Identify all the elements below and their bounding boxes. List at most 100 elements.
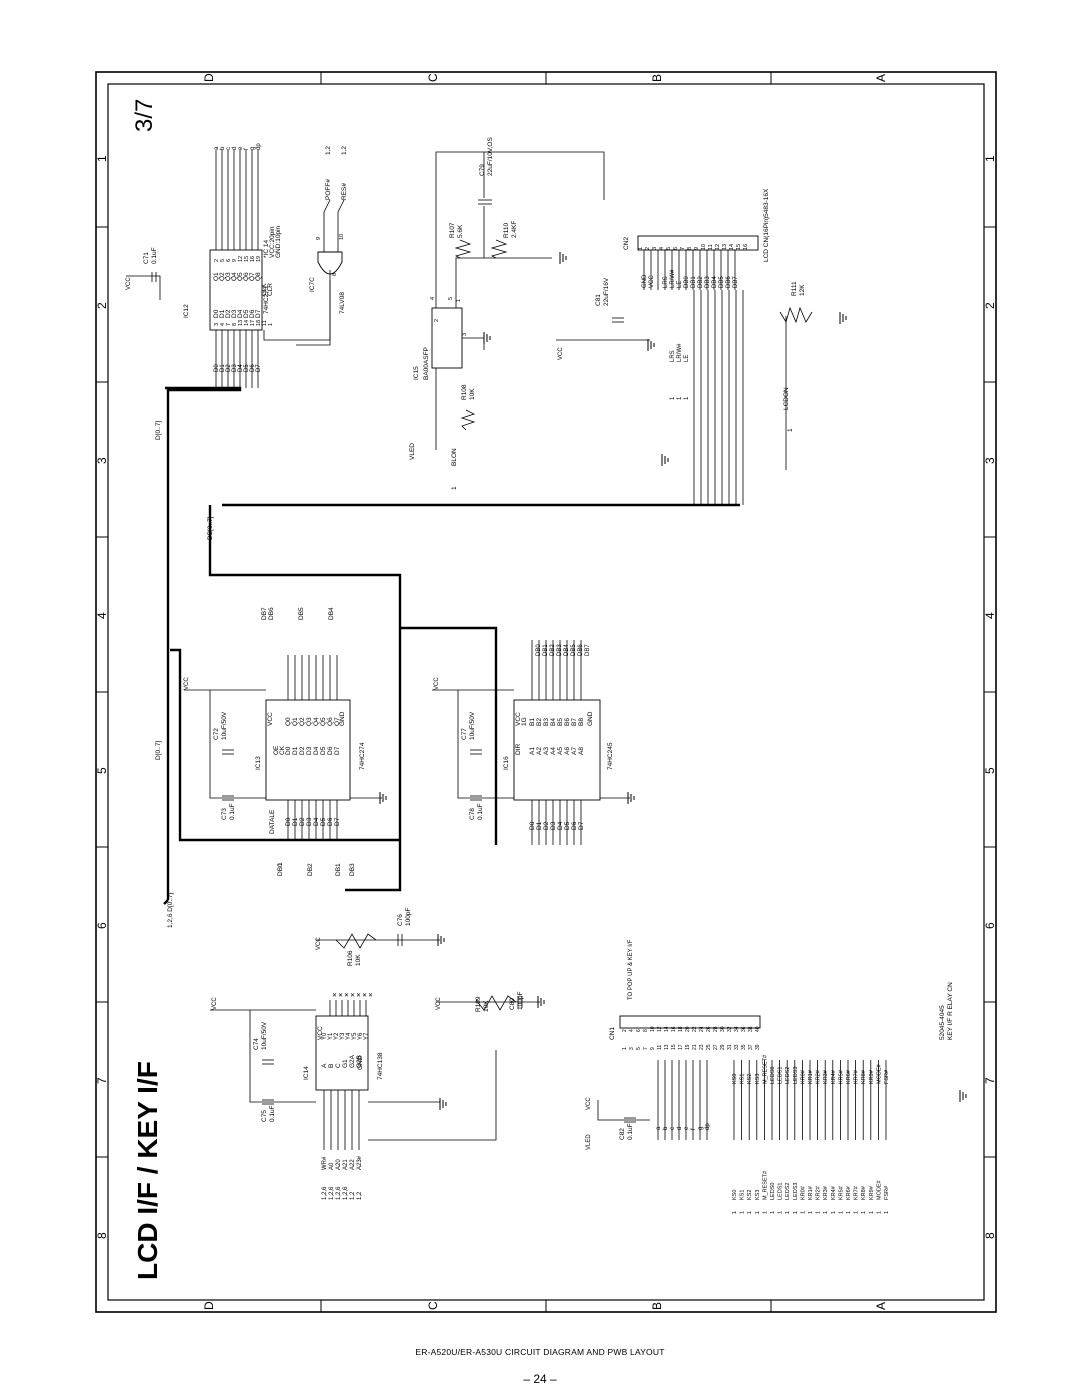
cn2-pin-name: LRS bbox=[663, 276, 669, 288]
cn1-pin-number: 30 bbox=[720, 1026, 726, 1032]
ic13-pin-name: D4 bbox=[313, 746, 320, 755]
ic13-pin-name: D6 bbox=[327, 746, 334, 755]
ic13-pin-name: Q5 bbox=[320, 717, 327, 726]
ic12-pin-name: D2 bbox=[225, 309, 232, 318]
cn2-pin-number: 10 bbox=[701, 244, 707, 250]
ic14-pin-name: GND bbox=[357, 1055, 364, 1070]
ic13-pin-name: Q6 bbox=[327, 717, 334, 726]
grid-column-label: 5 bbox=[983, 767, 997, 774]
wire bbox=[490, 239, 508, 259]
ic14-ref: IC14 bbox=[303, 1066, 310, 1080]
cn1-net-label: KR8# bbox=[861, 1185, 867, 1200]
segment-net-label: e bbox=[238, 146, 244, 150]
cn1-net-label: KR0# bbox=[800, 1185, 806, 1200]
cn1-pin-number: 5 bbox=[636, 1047, 642, 1050]
cn2-pin-number: 2 bbox=[645, 247, 651, 250]
ic13-pin-name: Q3 bbox=[306, 717, 313, 726]
cn1-signal-name: KR4# bbox=[831, 1069, 837, 1084]
sheet-ref-label: 1 bbox=[823, 1211, 829, 1214]
grid-column-label: 8 bbox=[983, 1232, 997, 1239]
cn1-signal-name: KS0 bbox=[732, 1074, 738, 1084]
ic14-pin-name: Y4 bbox=[346, 1032, 352, 1040]
sheet-ref-label: 1,2 bbox=[350, 1191, 356, 1200]
wire bbox=[368, 1050, 497, 1141]
cn1-net-label: KS0 bbox=[732, 1190, 738, 1200]
sheet-ref-label: 1 bbox=[677, 396, 683, 400]
ic13-pin-name: D7 bbox=[334, 746, 341, 755]
ic16-net-label: D0 bbox=[529, 821, 536, 830]
ic12-note: VCC:20pin bbox=[269, 226, 276, 258]
sheet-ref-label: 1 bbox=[816, 1211, 822, 1214]
ic16-pin-name: B7 bbox=[571, 718, 578, 726]
cn1-signal-name: LEDS3 bbox=[793, 1067, 799, 1084]
wire bbox=[435, 151, 605, 308]
d-net-label: D7 bbox=[256, 364, 262, 372]
cn1-signal-name: KR3# bbox=[823, 1069, 829, 1084]
wire bbox=[455, 257, 552, 308]
wire bbox=[249, 1010, 316, 1103]
ic15-pin: 2 bbox=[434, 319, 440, 322]
db-net-label: DB0 bbox=[536, 644, 542, 656]
db-net-label: DB2 bbox=[550, 644, 556, 656]
cn1-pin-number: 24 bbox=[699, 1026, 705, 1032]
sheet-ref-label: 1 bbox=[670, 396, 676, 400]
ic12-pin-number: 17 bbox=[250, 320, 256, 326]
cn1-pin-number: 18 bbox=[678, 1026, 684, 1032]
ic7c-gate bbox=[317, 251, 343, 275]
ic12-pin-name: Q1 bbox=[213, 272, 220, 281]
grid-column-label: 4 bbox=[95, 612, 109, 619]
segment-net-label: b bbox=[663, 1126, 669, 1130]
cn1-net-label: KR4# bbox=[831, 1185, 837, 1200]
cn2-pin-name: LE bbox=[677, 281, 683, 288]
cn1-signal-name: MODE# bbox=[876, 1064, 882, 1085]
ic13-part: 74HC274 bbox=[359, 742, 366, 770]
ic12-pin-number: 15 bbox=[244, 256, 250, 262]
ic12-pin-number: 3 bbox=[214, 323, 220, 326]
ic12-ref: IC12 bbox=[183, 304, 190, 318]
vcc-label: VCC bbox=[586, 1097, 592, 1110]
db-net-label: DB3 bbox=[349, 863, 356, 876]
segment-net-label: f bbox=[691, 1128, 697, 1130]
ic16-pin-name: 1G bbox=[521, 717, 528, 726]
sheet-ref-label: 1 bbox=[787, 428, 794, 432]
ic16-pin-name: VCC bbox=[515, 712, 522, 726]
ic13-pin-name: Q4 bbox=[313, 717, 320, 726]
cn1-signal-name: KS1 bbox=[740, 1074, 746, 1084]
no-connect-mark: ✕ bbox=[368, 993, 373, 999]
cn2-pin-number: 12 bbox=[715, 244, 721, 250]
ic7c-part: 74LV08 bbox=[339, 292, 346, 314]
wire bbox=[296, 280, 331, 346]
cn1-net-label: FSR# bbox=[884, 1185, 890, 1200]
ic16-pin-name: B6 bbox=[564, 718, 571, 726]
ic12-note: GND:10pin bbox=[275, 225, 282, 258]
ic13-net-label: D2 bbox=[299, 817, 306, 826]
cn2-part: LCD CN(16Pin)5483-16X bbox=[763, 188, 770, 262]
r111-value: 12K bbox=[799, 284, 806, 296]
sheet-ref-label: 1 bbox=[838, 1211, 844, 1214]
ic13-pin-name: D0 bbox=[285, 746, 292, 755]
cn1-signal-name: LEDS2 bbox=[785, 1067, 791, 1084]
db-net-label: DB6 bbox=[268, 607, 275, 620]
no-connect-mark: ✕ bbox=[332, 993, 337, 999]
d-net-label: D5 bbox=[244, 364, 250, 372]
cn1-signal-name: M_RESET# bbox=[762, 1054, 768, 1084]
ic13-net-label: D4 bbox=[313, 817, 320, 826]
sheet-ref-label: 1 bbox=[451, 486, 458, 490]
ic12-note: *IC 14 bbox=[263, 240, 270, 258]
ic14-pin-name: Y6 bbox=[358, 1032, 364, 1040]
segment-net-label: c bbox=[226, 147, 232, 150]
segment-net-label: c bbox=[670, 1127, 676, 1130]
no-connect-mark: ✕ bbox=[362, 993, 367, 999]
sheet-ref-label: 1,2,6 bbox=[322, 1186, 328, 1200]
bus-label: DB[0..7] bbox=[207, 516, 214, 540]
vcc-label: VCC bbox=[184, 677, 190, 690]
cn1-pin-number: 31 bbox=[727, 1044, 733, 1050]
sheet-ref-label: 1 bbox=[740, 1211, 746, 1214]
ic7c-pin-number: 10 bbox=[339, 234, 345, 240]
ic12-pin-number: 9 bbox=[232, 259, 238, 262]
ic12-pin-name: Q8 bbox=[255, 272, 262, 281]
cn1-pin-number: 11 bbox=[657, 1045, 663, 1050]
cn1-pin-number: 9 bbox=[650, 1047, 656, 1050]
ic16-pin-name: B2 bbox=[536, 718, 543, 726]
ic13-pin-name: D2 bbox=[299, 746, 306, 755]
